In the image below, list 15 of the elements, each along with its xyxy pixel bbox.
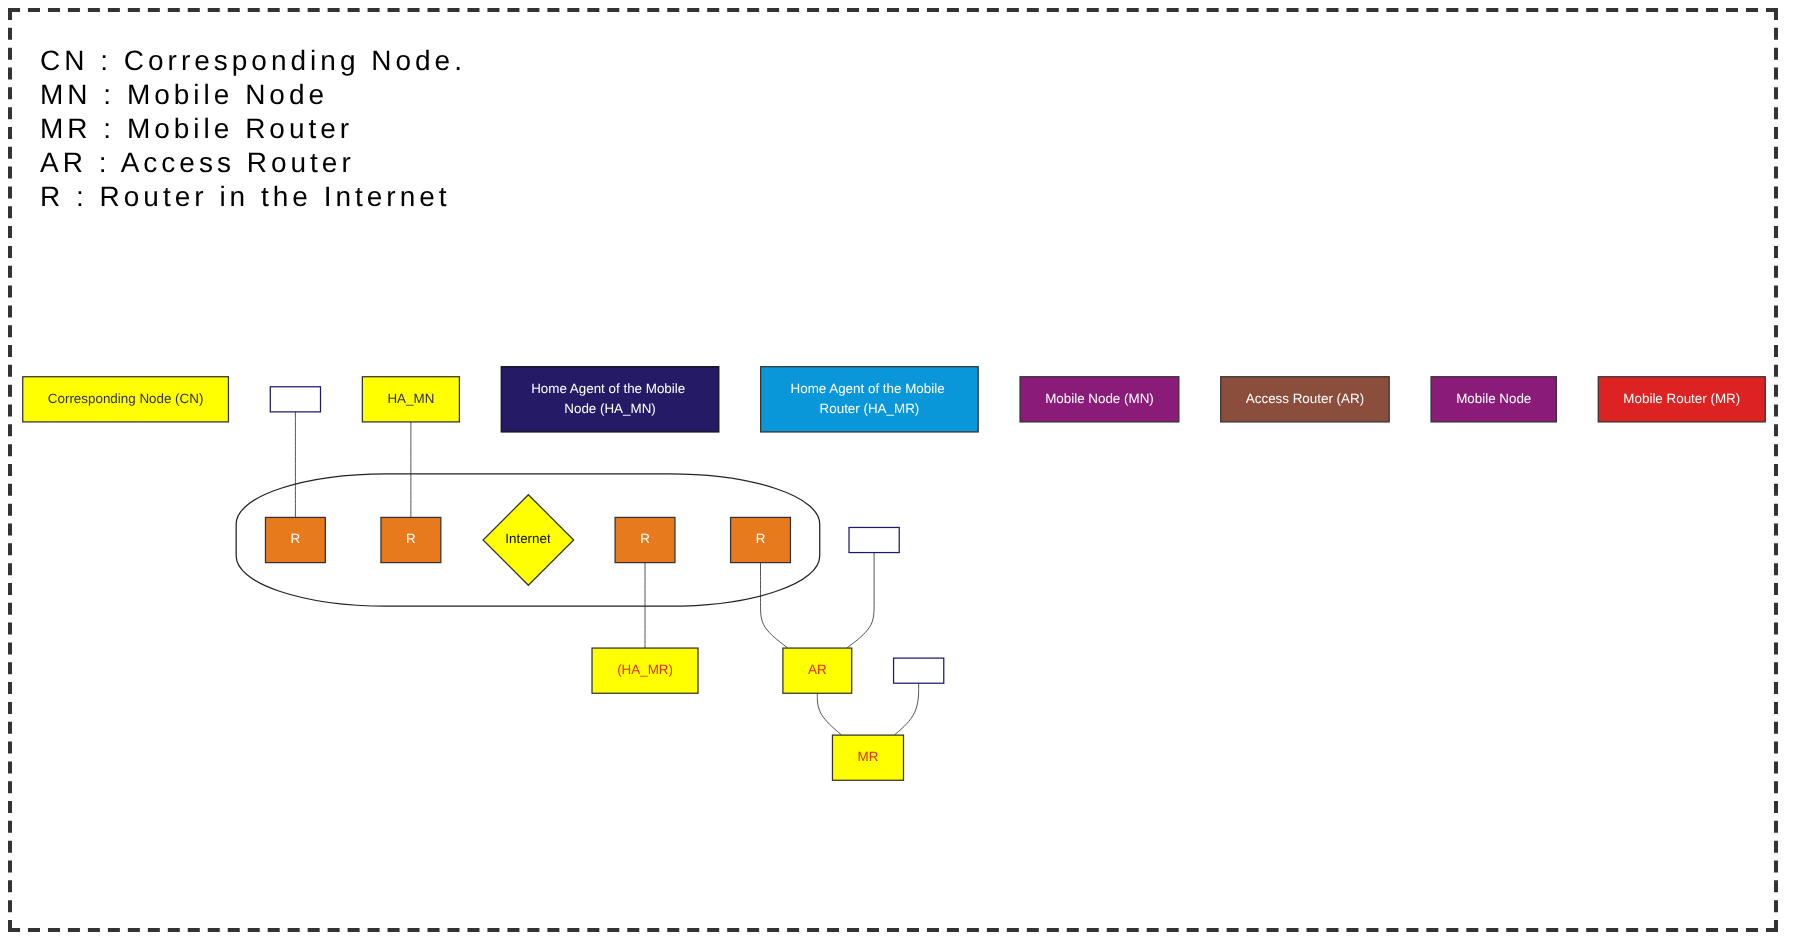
connector xyxy=(760,562,789,649)
connector xyxy=(644,562,646,649)
abbreviation-note: AR : Access Router xyxy=(40,146,357,180)
node-box xyxy=(269,386,322,413)
connector xyxy=(893,683,920,736)
abbreviation-note: CN : Corresponding Node. xyxy=(40,44,466,78)
connector xyxy=(294,411,296,519)
connector xyxy=(846,552,875,649)
abbreviation-note: R : Router in the Internet xyxy=(40,180,453,214)
connector xyxy=(816,693,843,736)
node-box xyxy=(892,658,945,685)
node-box xyxy=(848,527,900,554)
abbreviation-note: MN : Mobile Node xyxy=(40,78,331,112)
connector xyxy=(410,422,412,519)
abbreviation-note: MR : Mobile Router xyxy=(40,112,356,146)
